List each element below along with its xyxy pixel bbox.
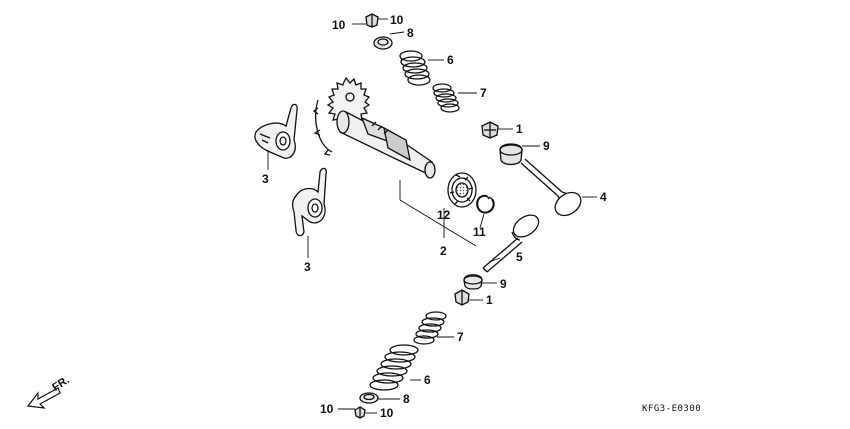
callout-9: 9	[500, 277, 507, 291]
exhaust-valve	[520, 158, 582, 217]
valve-seal-lower	[463, 274, 483, 290]
callout-11: 11	[473, 225, 486, 239]
inner-spring-top	[432, 83, 460, 113]
camshaft	[336, 110, 436, 179]
callout-2: 2	[440, 244, 447, 258]
callout-8: 8	[403, 392, 410, 406]
cotter-right	[481, 121, 499, 139]
arrow-icon	[26, 387, 61, 409]
callout-5: 5	[516, 250, 523, 264]
cotter-bottom	[354, 406, 366, 419]
callout-3: 3	[304, 260, 311, 274]
callout-3: 3	[262, 172, 269, 186]
circlip	[476, 194, 495, 214]
callout-9: 9	[543, 139, 550, 153]
cotter-top	[365, 13, 379, 28]
callout-10: 10	[380, 406, 394, 420]
callout-4: 4	[600, 190, 607, 204]
bearing	[447, 172, 477, 208]
callout-6: 6	[447, 53, 454, 67]
inner-spring-lower	[413, 311, 447, 345]
valve-seal-right	[499, 143, 523, 166]
callout-10: 10	[332, 18, 346, 32]
outer-spring-top	[399, 50, 431, 86]
drawing-code: KFG3-E0300	[642, 404, 702, 414]
callout-8: 8	[407, 26, 414, 40]
callout-10: 10	[320, 402, 334, 416]
callout-7: 7	[457, 330, 464, 344]
intake-valve	[482, 214, 540, 273]
retainer-top	[373, 36, 393, 50]
callout-10: 10	[390, 13, 404, 27]
callout-12: 12	[437, 208, 451, 222]
outer-spring-lower	[369, 344, 419, 391]
callout-1: 1	[516, 122, 523, 136]
cotter-lower	[454, 289, 470, 306]
callout-7: 7	[480, 86, 487, 100]
leader-lines	[267, 18, 597, 414]
rocker-arm-lower	[292, 167, 328, 237]
callout-1: 1	[486, 293, 493, 307]
rocker-arm-upper	[254, 103, 298, 159]
callout-6: 6	[424, 373, 431, 387]
retainer-lower	[359, 392, 379, 404]
